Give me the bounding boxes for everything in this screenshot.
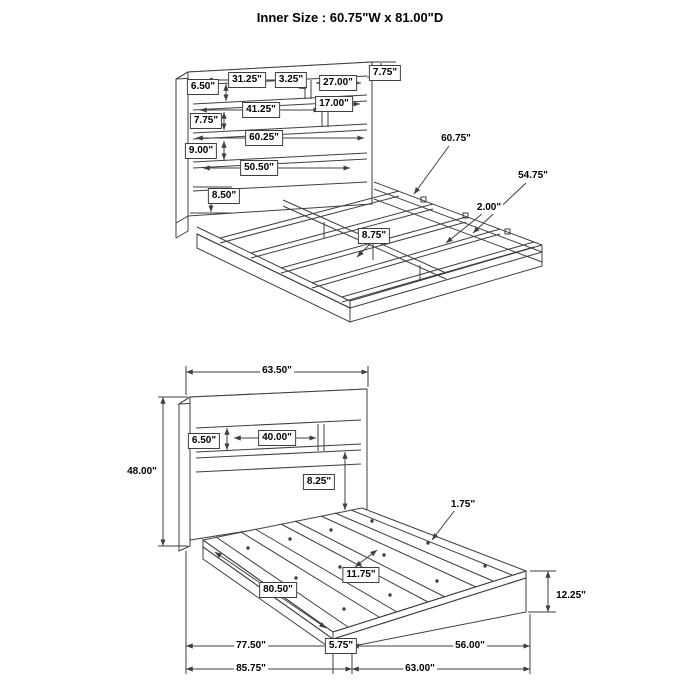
top-dim-rail-thickness: 2.00" (474, 202, 504, 214)
bottom-dim-foot-section: 56.00" (453, 640, 487, 652)
top-dim-middle-opening-width: 41.25" (242, 102, 280, 118)
bottom-dim-platform-height: 12.25" (554, 590, 588, 602)
top-dim-middle-opening-height: 7.75" (189, 113, 223, 129)
top-dim-inner-width: 60.25" (245, 130, 283, 146)
top-dim-base-board-height: 8.50" (207, 188, 241, 204)
bottom-dim-shelf-to-deck: 8.25" (302, 474, 336, 490)
page-title: Inner Size : 60.75"W x 81.00"D (256, 10, 444, 25)
top-dim-top-board-height: 7.75" (368, 65, 402, 81)
bottom-dim-slat-gap: 11.75" (342, 567, 380, 583)
bottom-dim-deck-thickness: 1.75" (448, 499, 478, 511)
bottom-dim-shelf-height: 6.50" (187, 433, 221, 449)
bottom-dim-headboard-width: 63.50" (260, 365, 294, 377)
bottom-dim-shelf-width: 40.00" (258, 430, 296, 446)
bottom-dim-headboard-height: 48.00" (125, 466, 159, 478)
top-dim-slat-spacing: 8.75" (357, 228, 391, 244)
bottom-view-drawing (158, 366, 556, 674)
top-dim-right-opening-width: 27.00" (319, 75, 357, 91)
top-dim-rail-length: 54.75" (516, 170, 550, 182)
bottom-dim-base-length: 77.50" (234, 640, 268, 652)
top-dim-rail-width: 60.75" (439, 133, 473, 145)
bottom-dim-deck-length: 80.50" (259, 582, 297, 598)
top-dim-right-section-width: 17.00" (315, 96, 353, 112)
top-dim-lower-section-height: 9.00" (184, 143, 218, 159)
top-dim-left-opening-width: 31.25" (228, 72, 266, 88)
bottom-dim-overall-width: 63.00" (403, 663, 437, 675)
bottom-dim-base-inset: 5.75" (324, 638, 358, 654)
top-dim-divider-width: 3.25" (274, 72, 308, 88)
bottom-dim-overall-depth: 85.75" (234, 663, 268, 675)
top-dim-shelf-height: 6.50" (186, 79, 220, 95)
top-dim-lower-width: 50.50" (240, 160, 278, 176)
